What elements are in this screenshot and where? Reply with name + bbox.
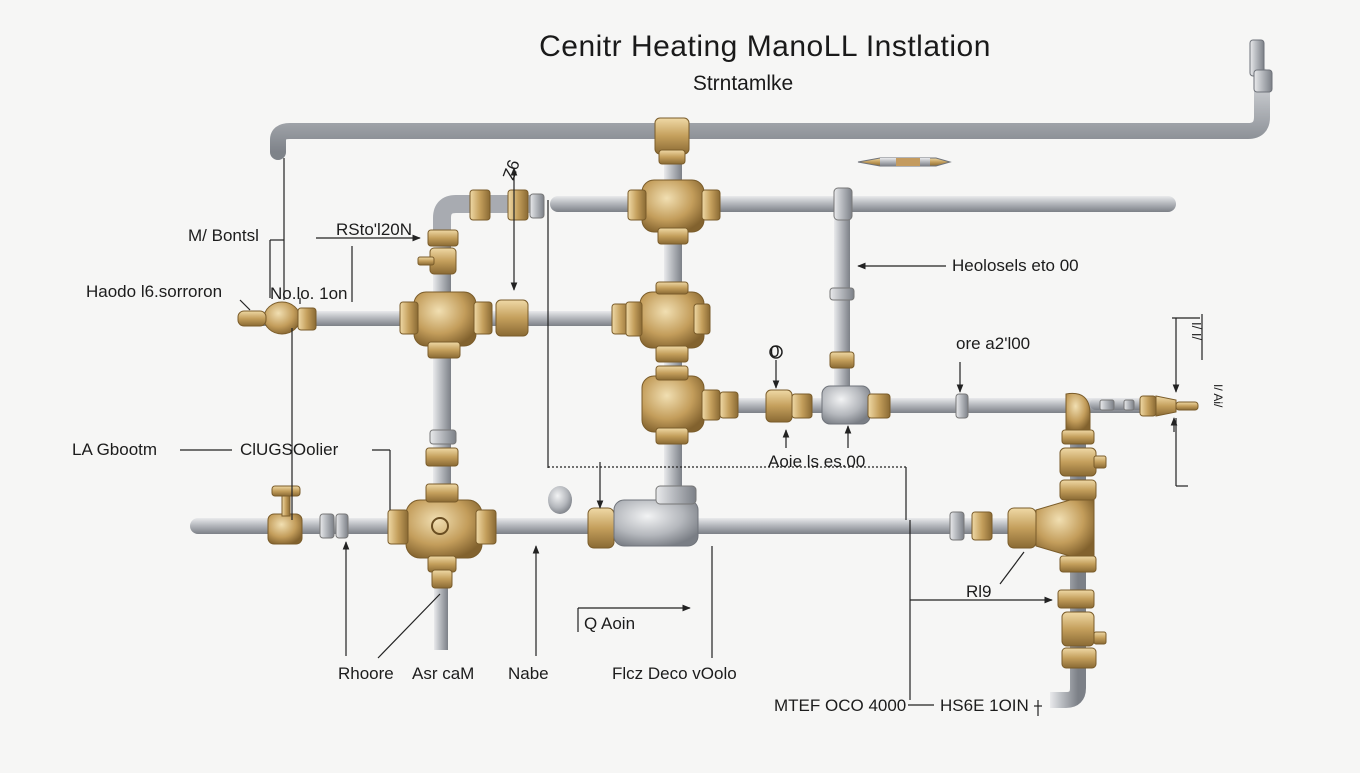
label-mi-bontsl: M/ Bontsl — [188, 226, 259, 245]
left-cross-row-1 — [413, 291, 477, 347]
label-rl9: Rl9 — [966, 582, 992, 601]
label-nabe: Nabe — [508, 664, 549, 683]
steel-tee-row-2 — [821, 385, 871, 425]
right-vertical-pipe — [834, 196, 850, 411]
label-la-gbootm: LA Gbootm — [72, 440, 158, 459]
steel-tee-bottom — [613, 499, 699, 547]
center-upper-cross — [641, 179, 705, 233]
label-num-0: 0 — [770, 342, 780, 361]
leader-lines — [180, 158, 1203, 716]
label-asr-cam: Asr caM — [412, 664, 475, 683]
top-tee-fitting — [654, 117, 690, 155]
label-q-aoin: Q Aoin — [584, 614, 636, 633]
label-rhoore: Rhoore — [338, 664, 394, 683]
diagram-title: Cenitr Heating ManoLL Instlation — [539, 30, 991, 63]
label-clugsolier: ClUGSOolier — [240, 440, 339, 459]
label-nopo-1on: No.lo. 1on — [270, 284, 348, 303]
label-hse: HS6E 1OIN — [940, 696, 1029, 715]
label-side-bottom: I/ Ai/ — [1211, 384, 1225, 408]
fittings — [237, 117, 1199, 669]
left-cross-bottom — [405, 499, 483, 559]
label-aoie-is: Aoie ls es.00 — [768, 452, 866, 471]
label-flcz-decovolo: Flcz Deco vOolo — [612, 664, 737, 683]
label-side-top: I/ I/ — [1189, 322, 1204, 341]
bottom-drop-pipe — [434, 580, 448, 650]
pipe-network — [190, 39, 1273, 708]
center-cross-row-2 — [641, 375, 705, 433]
diagram-subtitle: Strntamlke — [692, 72, 794, 95]
upper-left-elbow — [433, 195, 540, 250]
label-haodo-bsorroron: Haodo l6.sorroron — [86, 282, 223, 301]
label-ore-a2: ore a2'l00 — [956, 334, 1031, 353]
label-rsto-top: RSto'l20N — [336, 220, 413, 239]
label-mtef: MTEF OCO 4000 — [774, 696, 907, 715]
top-supply-pipe — [270, 68, 1270, 160]
right-riser-pipe — [1050, 405, 1086, 708]
label-heolosels: Heolosels eto 00 — [952, 256, 1079, 275]
